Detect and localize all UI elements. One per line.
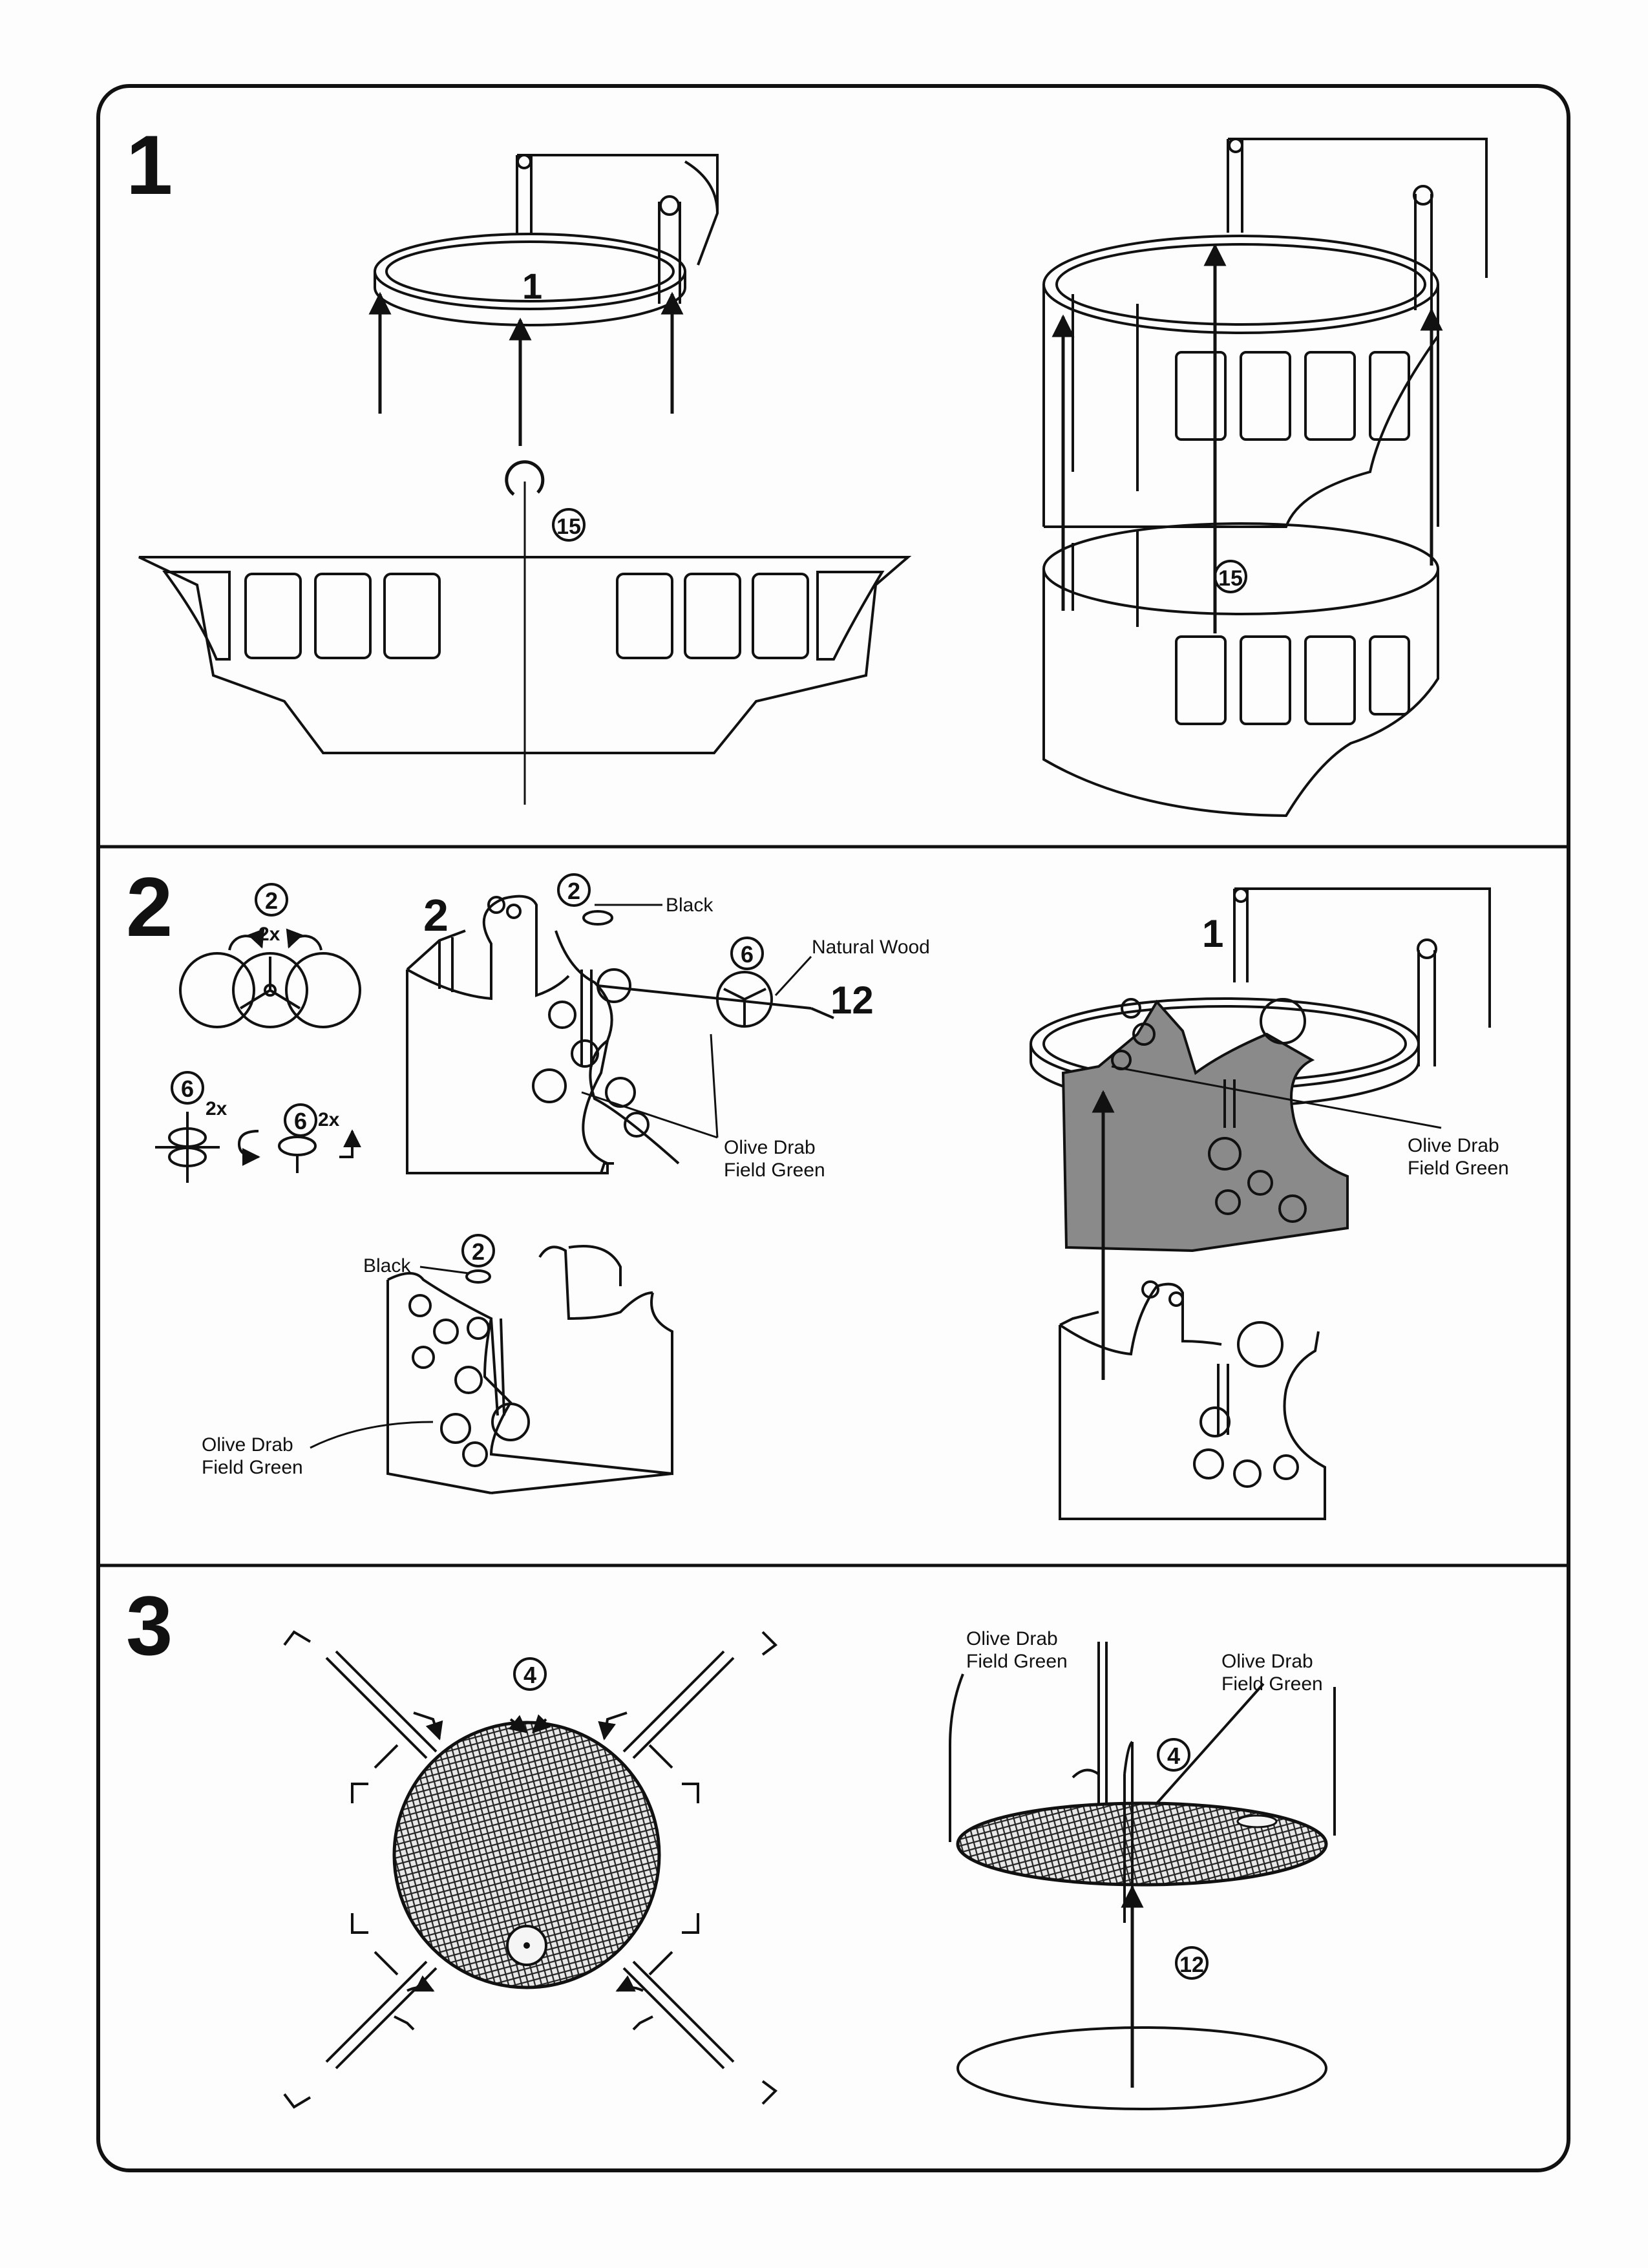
part-number: 4 xyxy=(523,1662,536,1688)
color-callout: Natural Wood xyxy=(812,937,930,958)
part-number: 2 xyxy=(567,878,580,904)
part-number-circle xyxy=(1175,1946,1209,1980)
color-callout: Field Green xyxy=(1408,1158,1509,1179)
part-number-circle xyxy=(513,1657,547,1691)
leader-line xyxy=(310,1421,434,1449)
part-number-circle xyxy=(557,873,591,907)
sub-part-label: 1 xyxy=(1202,912,1223,955)
color-callout: Field Green xyxy=(724,1160,825,1181)
step-3: 3 4 xyxy=(126,1578,1336,2110)
part-number-circle xyxy=(1214,560,1247,593)
step-number: 3 xyxy=(126,1578,173,1673)
color-callout: Olive Drab xyxy=(724,1137,816,1158)
leader-line xyxy=(419,1266,469,1275)
cab-subassembly-top xyxy=(406,895,834,1174)
part-number-circle xyxy=(1157,1738,1190,1772)
leader-line xyxy=(581,1091,718,1139)
floor-plate-perspective xyxy=(956,1801,1328,1887)
part-number-circle xyxy=(171,1071,204,1105)
cylinder-assembly-right xyxy=(1042,138,1488,818)
rotate-icon xyxy=(505,460,545,496)
floor-hole-center xyxy=(523,1942,530,1949)
color-callout: Olive Drab xyxy=(966,1628,1058,1649)
color-callout: Black xyxy=(666,895,713,916)
floor-perspective xyxy=(949,1642,1336,1842)
step-number: 2 xyxy=(126,860,173,954)
handles-detail xyxy=(155,1112,361,1183)
color-callout: Olive Drab xyxy=(202,1434,293,1456)
part-number: 12 xyxy=(830,979,874,1022)
support-rods xyxy=(325,1650,735,2070)
part-number: 15 xyxy=(556,514,581,539)
quantity: 2x xyxy=(259,924,280,945)
part-number: 6 xyxy=(741,941,754,968)
wheels-detail xyxy=(179,928,361,1028)
cab-subassembly-bottom xyxy=(386,1245,673,1494)
part-number-circle xyxy=(284,1103,317,1137)
part-number-circle xyxy=(730,937,764,970)
color-callout: Olive Drab xyxy=(1221,1651,1313,1672)
color-callout: Field Green xyxy=(1221,1673,1323,1695)
leader-line xyxy=(1111,1065,1442,1129)
part-number-circle xyxy=(461,1234,495,1267)
part-number: 6 xyxy=(294,1108,307,1134)
color-callout: Field Green xyxy=(202,1457,303,1478)
part-number: 4 xyxy=(1167,1743,1180,1769)
quantity: 2x xyxy=(318,1109,340,1130)
leader-line xyxy=(710,1033,719,1138)
part-number: 6 xyxy=(181,1076,194,1102)
step-number: 1 xyxy=(126,118,173,212)
sheet-frame xyxy=(96,84,1570,2172)
cab-lower-right xyxy=(1059,1280,1326,1520)
quantity: 2x xyxy=(206,1098,227,1119)
sub-part-label: 1 xyxy=(522,266,542,306)
color-callout: Field Green xyxy=(966,1651,1068,1672)
part-number: 12 xyxy=(1179,1953,1204,1977)
cab-shaded-details xyxy=(1111,998,1307,1223)
leader-line xyxy=(774,955,812,997)
cab-shaded xyxy=(1061,999,1349,1253)
part-number: 2 xyxy=(265,887,278,914)
step-2: 2 2 2x 6 2x 6 2x 2 xyxy=(126,860,1509,1520)
floor-hole-perspective xyxy=(1236,1814,1278,1828)
step-1: 1 1 15 xyxy=(126,118,1488,818)
base-disc xyxy=(956,2026,1327,2110)
part-number-circle xyxy=(255,883,288,917)
part-number: 15 xyxy=(1218,566,1243,591)
subassembly-label: 2 xyxy=(423,890,449,940)
flat-panel xyxy=(138,556,912,754)
rotation-arrows xyxy=(283,1630,778,2109)
ring-assembly-left xyxy=(374,154,719,326)
color-callout: Olive Drab xyxy=(1408,1135,1499,1156)
part-number: 2 xyxy=(472,1238,485,1265)
part-number-circle xyxy=(552,508,586,542)
color-callout: Black xyxy=(363,1255,411,1277)
